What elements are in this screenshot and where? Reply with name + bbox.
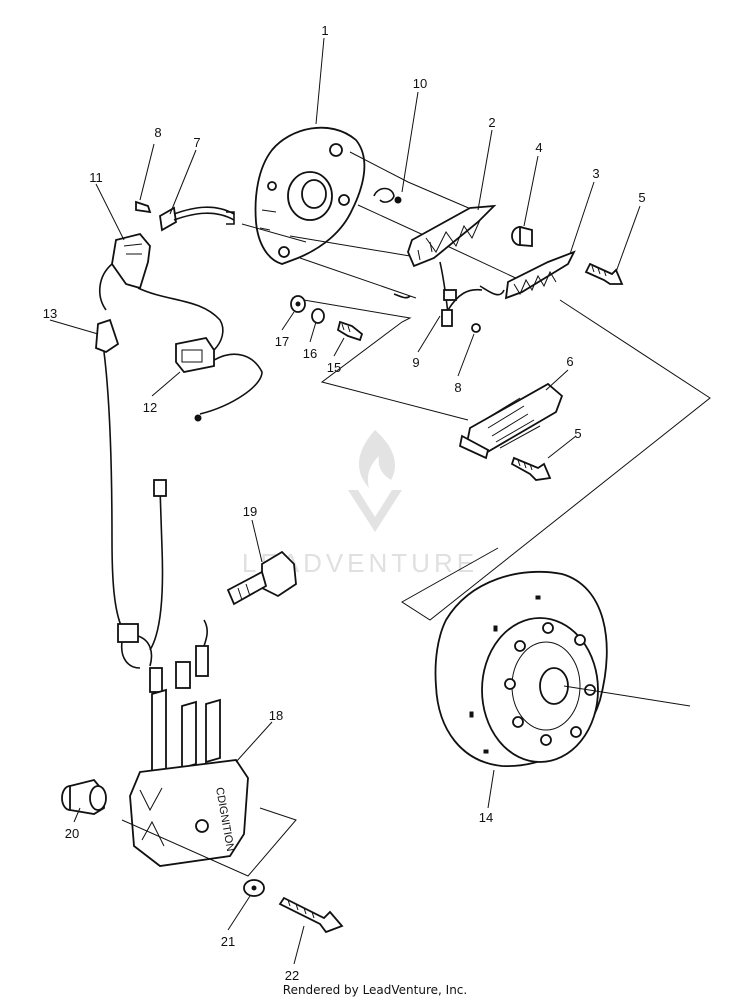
- callout-18: 18: [269, 708, 283, 723]
- callout-11: 11: [89, 170, 103, 185]
- screw-5a: [584, 262, 624, 285]
- connector-13: [95, 318, 123, 629]
- callout-4: 4: [535, 140, 542, 155]
- callout-9: 9: [412, 355, 419, 370]
- callout-8a: 8: [154, 125, 161, 140]
- cdi-wiring: [117, 479, 209, 693]
- callout-7: 7: [193, 135, 200, 150]
- stator-plate: [254, 126, 366, 265]
- callout-5a: 5: [638, 190, 645, 205]
- callout-22: 22: [285, 968, 299, 983]
- screw-8a: [135, 200, 152, 214]
- callout-15: 15: [327, 360, 341, 375]
- callout-8b: 8: [454, 380, 461, 395]
- callout-14: 14: [479, 810, 493, 825]
- screw-8b: [471, 323, 481, 333]
- spacer: [511, 225, 533, 247]
- wire-clamp: [159, 206, 235, 232]
- callout-5b: 5: [574, 426, 581, 441]
- bolt-15: [336, 320, 364, 342]
- flywheel: [434, 570, 691, 767]
- connector-12: [175, 336, 215, 422]
- exciter-coil: [407, 204, 497, 268]
- callout-3: 3: [592, 166, 599, 181]
- callout-21: 21: [221, 934, 235, 949]
- rubber-cap: [61, 778, 107, 815]
- callout-13: 13: [43, 306, 57, 321]
- washer-16: [311, 308, 325, 324]
- assembly-lines-stator: [241, 151, 711, 621]
- render-credit: Rendered by LeadVenture, Inc.: [282, 983, 468, 997]
- screw-5b: [510, 456, 552, 481]
- washer-17: [290, 295, 306, 313]
- bolt-22: [121, 807, 344, 934]
- retaining-clip: [373, 187, 402, 204]
- stator-wiring: [393, 261, 505, 327]
- callout-12: 12: [143, 400, 157, 415]
- spark-plug-cap: [226, 550, 297, 606]
- callout-numbers: 1 2 3 4 5 5 6 7 8 8 9 10 11 12 13 14 15 …: [43, 23, 646, 983]
- callout-16: 16: [303, 346, 317, 361]
- callout-19: 19: [243, 504, 257, 519]
- wiring-harness-main: [99, 263, 263, 415]
- callout-20: 20: [65, 826, 79, 841]
- cdi-unit: CDIGNITION: [129, 688, 249, 867]
- callout-17: 17: [275, 334, 289, 349]
- callout-1: 1: [321, 23, 328, 38]
- callout-10: 10: [413, 76, 427, 91]
- grommet-11: [111, 232, 151, 290]
- callout-leaders: [49, 37, 641, 965]
- callout-6: 6: [566, 354, 573, 369]
- pulser-coil: [504, 250, 576, 300]
- washer-21: [243, 879, 265, 897]
- lighting-coil: [458, 382, 564, 460]
- callout-2: 2: [488, 115, 495, 130]
